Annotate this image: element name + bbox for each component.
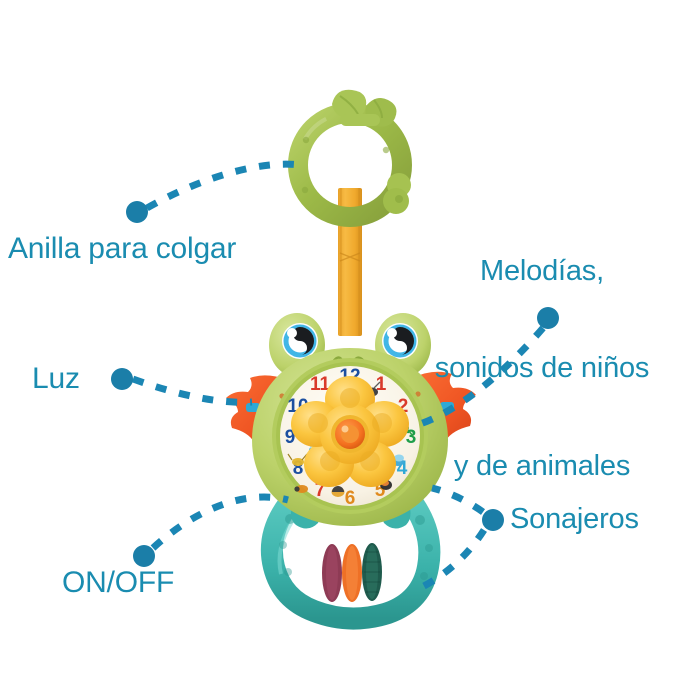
svg-text:4: 4	[397, 458, 408, 479]
svg-text:8: 8	[293, 458, 304, 479]
callout-label-rattles: Sonajeros	[510, 503, 639, 535]
callout-label-light: Luz	[32, 362, 80, 395]
svg-text:1: 1	[376, 374, 387, 395]
svg-text:3: 3	[406, 427, 417, 448]
svg-text:11: 11	[310, 374, 331, 395]
callout-label-on-off: ON/OFF	[62, 566, 175, 599]
rattle-discs	[322, 543, 382, 602]
svg-text:6: 6	[345, 488, 356, 509]
svg-text:7: 7	[315, 480, 326, 501]
svg-text:2: 2	[398, 396, 409, 417]
flower-knob	[291, 376, 409, 487]
callout-label-hanging-ring: Anilla para colgar	[8, 232, 237, 265]
callout-label-melodies: Melodías, sonidos de niños y de animales	[392, 190, 692, 547]
leaf-clip	[332, 89, 397, 127]
svg-text:5: 5	[375, 480, 386, 501]
svg-text:9: 9	[285, 427, 296, 448]
callout-label-melodies-line-1: Melodías,	[480, 254, 604, 287]
callout-label-melodies-line-2: sonidos de niños	[434, 352, 650, 385]
callout-label-melodies-line-3: y de animales	[453, 449, 631, 482]
